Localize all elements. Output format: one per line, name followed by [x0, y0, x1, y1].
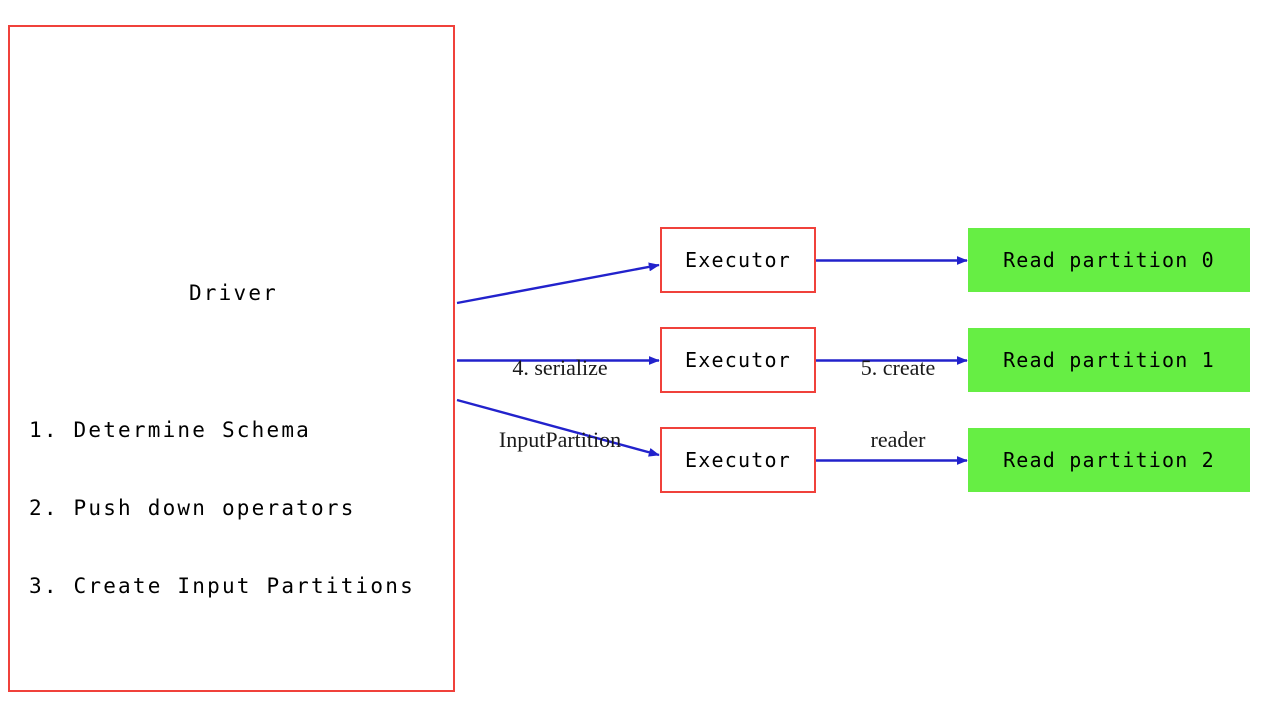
partition-box-2: Read partition 2	[968, 428, 1250, 492]
executor-box-3: Executor	[660, 427, 816, 493]
driver-step-2: 2. Push down operators	[29, 496, 356, 520]
partition-label-2: Read partition 2	[1003, 448, 1215, 472]
edge-label-create-reader: 5. create reader	[828, 308, 968, 500]
driver-step-1: 1. Determine Schema	[29, 418, 312, 442]
partition-label-0: Read partition 0	[1003, 248, 1215, 272]
arrow-driver-to-executor-1	[456, 262, 660, 305]
edge-label-serialize-input-partition: 4. serialize InputPartition	[470, 308, 650, 500]
edge-label-serialize-line-2: InputPartition	[498, 427, 622, 452]
executor-label-3: Executor	[685, 448, 791, 472]
driver-title: Driver	[188, 281, 279, 305]
driver-step-3: 3. Create Input Partitions	[29, 574, 415, 598]
executor-box-2: Executor	[660, 327, 816, 393]
edge-label-create-reader-line-1: 5. create	[860, 355, 936, 380]
driver-steps-list: 1. Determine Schema 2. Push down operato…	[29, 365, 449, 651]
partition-label-1: Read partition 1	[1003, 348, 1215, 372]
edge-label-create-reader-line-2: reader	[870, 427, 926, 452]
partition-box-0: Read partition 0	[968, 228, 1250, 292]
partition-box-1: Read partition 1	[968, 328, 1250, 392]
driver-box: Driver 1. Determine Schema 2. Push down …	[8, 25, 455, 692]
edge-label-serialize-line-1: 4. serialize	[512, 355, 608, 380]
executor-label-1: Executor	[685, 248, 791, 272]
executor-label-2: Executor	[685, 348, 791, 372]
executor-box-1: Executor	[660, 227, 816, 293]
